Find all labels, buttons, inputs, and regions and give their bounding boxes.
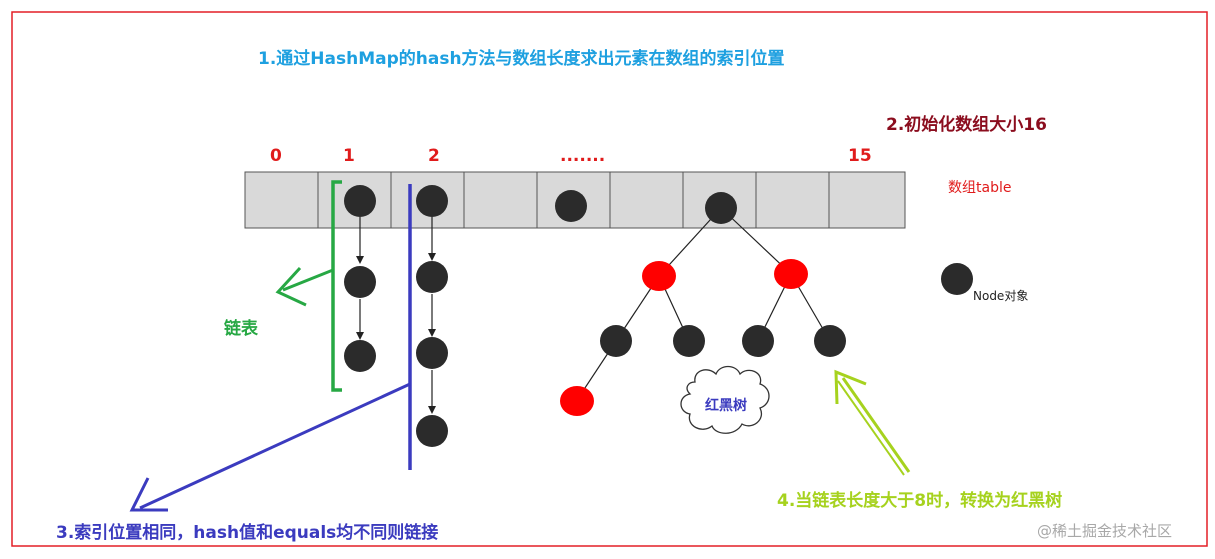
red-node <box>774 259 808 289</box>
linked-list-bracket <box>275 180 342 392</box>
index-label-15: 15 <box>848 146 872 166</box>
cloud-shape <box>680 365 770 434</box>
legend-node <box>941 263 973 295</box>
lime-arrow-shaft <box>841 377 911 473</box>
green-bracket <box>331 180 342 392</box>
green-arrow-shaft <box>282 268 334 292</box>
outer-frame <box>11 11 1208 547</box>
linked-list-label: 链表 <box>224 318 259 339</box>
red-node <box>560 386 594 416</box>
blue-arrow-head <box>129 477 168 512</box>
node <box>416 185 448 217</box>
lime-arrow-head <box>834 369 867 405</box>
lime-arrow-shaft-outline <box>837 380 905 476</box>
node <box>600 325 632 357</box>
node <box>742 325 774 357</box>
node <box>344 340 376 372</box>
tree-root-node <box>705 192 737 224</box>
red-black-tree <box>560 192 846 416</box>
red-node <box>642 261 676 291</box>
step4-title: 4.当链表长度大于8时，转换为红黑树 <box>777 490 1062 511</box>
node <box>814 325 846 357</box>
node <box>555 190 587 222</box>
index-label-2: 2 <box>428 146 440 166</box>
index-label-0: 0 <box>270 146 282 166</box>
red-black-tree-label: 红黑树 <box>705 397 747 414</box>
node <box>416 337 448 369</box>
node <box>416 415 448 447</box>
step1-title: 1.通过HashMap的hash方法与数组长度求出元素在数组的索引位置 <box>258 48 785 69</box>
index-label-ellipsis: ....... <box>560 146 605 166</box>
linked-list-index-2 <box>416 185 448 447</box>
step2-title: 2.初始化数组大小16 <box>886 114 1047 135</box>
collision-indicator <box>129 184 412 512</box>
node <box>416 261 448 293</box>
node-object-label: Node对象 <box>973 289 1028 303</box>
red-black-tree-cloud: 红黑树 <box>680 365 770 434</box>
green-arrow-head <box>275 266 307 307</box>
index-label-1: 1 <box>343 146 355 166</box>
blue-arrow-shaft <box>139 382 411 510</box>
step3-title: 3.索引位置相同，hash值和equals均不同则链接 <box>56 522 438 543</box>
tree-edge <box>720 207 792 275</box>
watermark: @稀土掘金技术社区 <box>1037 522 1172 540</box>
node <box>344 266 376 298</box>
linked-list-index-1 <box>344 185 376 372</box>
array-table-label: 数组table <box>948 180 1011 196</box>
node <box>344 185 376 217</box>
treeify-indicator <box>834 369 911 476</box>
node <box>673 325 705 357</box>
